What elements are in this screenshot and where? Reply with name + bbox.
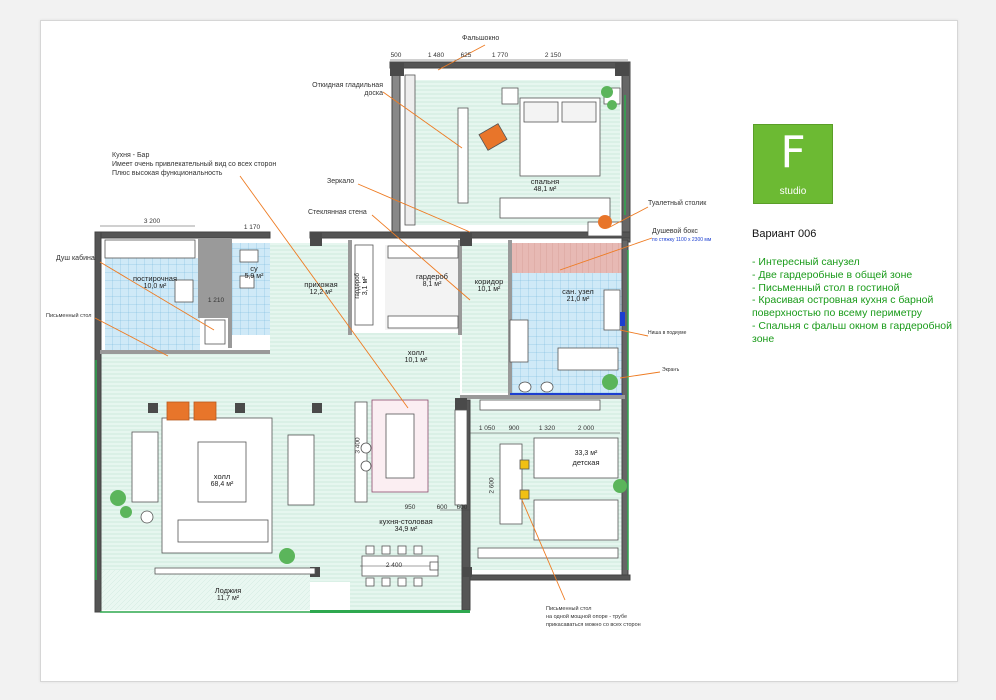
- feature-item: - Спальня с фальш окном в гардеробной зо…: [752, 319, 953, 345]
- note-ironing-board: Откидная гладильная доска: [312, 82, 383, 98]
- note-desk-bottom-1: Письменный стол: [546, 606, 592, 612]
- dim-left-top: 3 200: [143, 218, 161, 225]
- note-shower-cabin: Душ кабина: [56, 255, 95, 262]
- dim-wc-width: 1 170: [243, 224, 261, 231]
- kids-desk: [499, 443, 523, 525]
- note-shower-box: Душевой бокс: [652, 228, 698, 235]
- dim-table: 2 400: [385, 562, 403, 569]
- feature-item: - Письменный стол в гостиной: [752, 281, 900, 294]
- note-glass-wall: Стеклянная стена: [308, 209, 367, 216]
- note-mirror: Зеркало: [327, 178, 355, 185]
- dim-top-3: 625: [460, 52, 472, 59]
- note-desk-bottom-3: прикасаваться можно со всех сторон: [546, 622, 641, 628]
- bath-wood: [512, 243, 622, 273]
- pantry-fixtures: [104, 239, 259, 345]
- studio-logo: F studio: [753, 124, 833, 204]
- dim-top-1: 500: [390, 52, 402, 59]
- bedroom-furniture: [404, 74, 621, 226]
- dim-kids-1: 1 050: [478, 425, 496, 432]
- dim-kids-4: 2 000: [577, 425, 595, 432]
- dim-kitchen-3: 600: [456, 504, 468, 511]
- dim-island-height: 3 400: [354, 437, 362, 454]
- wardrobe-shelves: [354, 244, 459, 329]
- feature-item: - Две гардеробные в общей зоне: [752, 268, 913, 281]
- variant-title: Вариант 006: [752, 228, 817, 240]
- dim-top-5: 2 150: [544, 52, 562, 59]
- sofa-bottom: [177, 519, 269, 543]
- sofa-left: [131, 431, 159, 503]
- loggia-floor: [100, 570, 310, 610]
- armchair: [478, 123, 508, 151]
- bathtub: [557, 347, 619, 371]
- note-desk-left: Письменный стол: [46, 313, 92, 319]
- note-kitchen-bar-title: Кухня - Бар: [112, 152, 150, 159]
- note-kitchen-bar-line2: Имеет очень привлекательный вид со всех …: [112, 161, 277, 168]
- living-furniture: [131, 401, 316, 575]
- windows: [95, 95, 629, 613]
- feature-item: - Интересный санузел: [752, 256, 860, 268]
- hall-floor: [350, 333, 460, 403]
- dim-kitchen-2: 600: [436, 504, 448, 511]
- note-screen: Экранъ: [662, 367, 680, 373]
- interior-walls: [100, 238, 625, 399]
- note-false-window: Фальшокно: [462, 35, 500, 42]
- dim-top-4: 1 770: [491, 52, 509, 59]
- corridor-floor: [462, 243, 512, 393]
- columns: [148, 62, 629, 577]
- logo-letter: F: [780, 127, 806, 178]
- note-niche: Ниша в подиуме: [648, 330, 687, 336]
- pantry-floor: [105, 258, 200, 353]
- note-kitchen-bar-line3: Плюс высокая функциональность: [112, 170, 223, 177]
- plants: [110, 86, 627, 564]
- dim-wc-inner: 1 210: [207, 297, 225, 304]
- feature-item: - Красивая островная кухня с барной пове…: [752, 294, 934, 320]
- dim-kids-2: 900: [508, 425, 520, 432]
- leader-lines: [94, 44, 661, 601]
- kitchen-furniture: [354, 399, 468, 587]
- note-desk-bottom-2: на одной мощной опоре - трубе: [546, 614, 628, 620]
- dimension-lines: [100, 59, 628, 567]
- note-vanity: Туалетный столик: [648, 200, 707, 207]
- feature-list: - Интересный санузел - Две гардеробные в…: [752, 256, 962, 346]
- coffee-table: [197, 441, 247, 503]
- sofa-right: [287, 434, 315, 506]
- ironing-board: [457, 107, 469, 204]
- dim-kids-height: 2 600: [488, 477, 496, 494]
- note-shower-size: по стяжку 1100 х 2300 мм: [652, 237, 712, 243]
- vanity-stool: [598, 215, 612, 229]
- dim-kitchen-1: 950: [404, 504, 416, 511]
- kids-floor: [470, 398, 625, 570]
- dim-kids-3: 1 320: [538, 425, 556, 432]
- dim-top-2: 1 480: [427, 52, 445, 59]
- logo-word: studio: [779, 186, 807, 197]
- entry-floor: [270, 243, 350, 353]
